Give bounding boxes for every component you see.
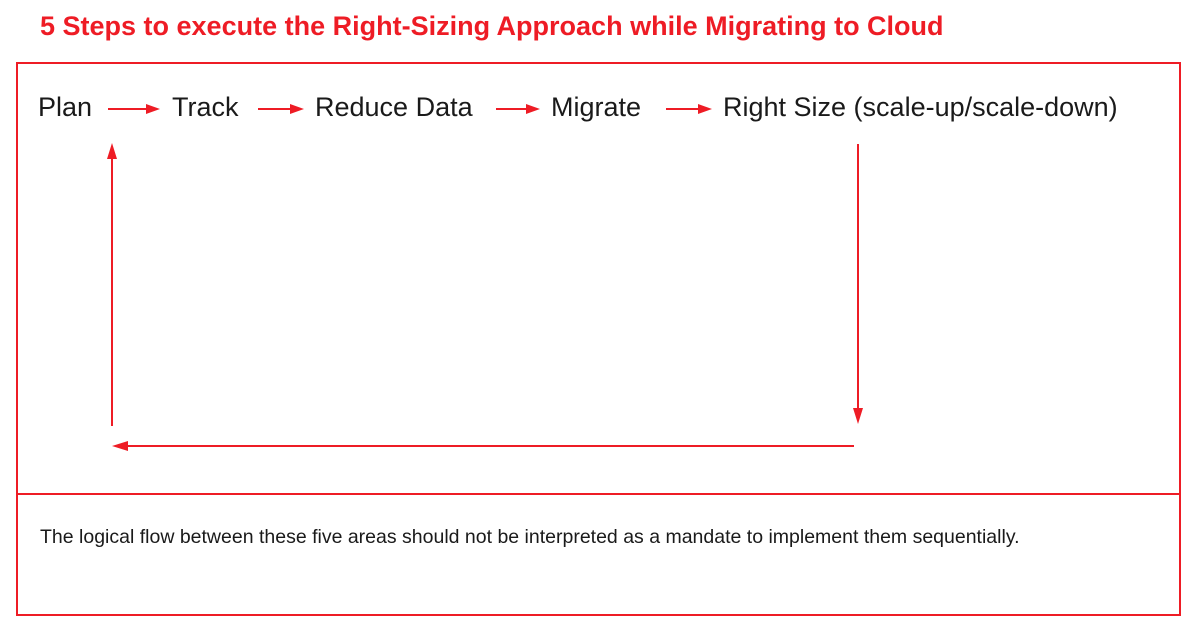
diagram-title: 5 Steps to execute the Right-Sizing Appr…: [40, 11, 944, 41]
disclaimer-note: The logical flow between these five area…: [40, 526, 1020, 548]
step-reduce-data: Reduce Data: [315, 92, 473, 122]
step-track: Track: [172, 92, 239, 122]
diagram-frame: [16, 62, 1181, 616]
step-migrate: Migrate: [551, 92, 642, 122]
step-plan: Plan: [38, 92, 93, 122]
step-right-size: Right Size (scale-up/scale-down): [723, 92, 1118, 122]
frame-divider: [16, 493, 1181, 495]
